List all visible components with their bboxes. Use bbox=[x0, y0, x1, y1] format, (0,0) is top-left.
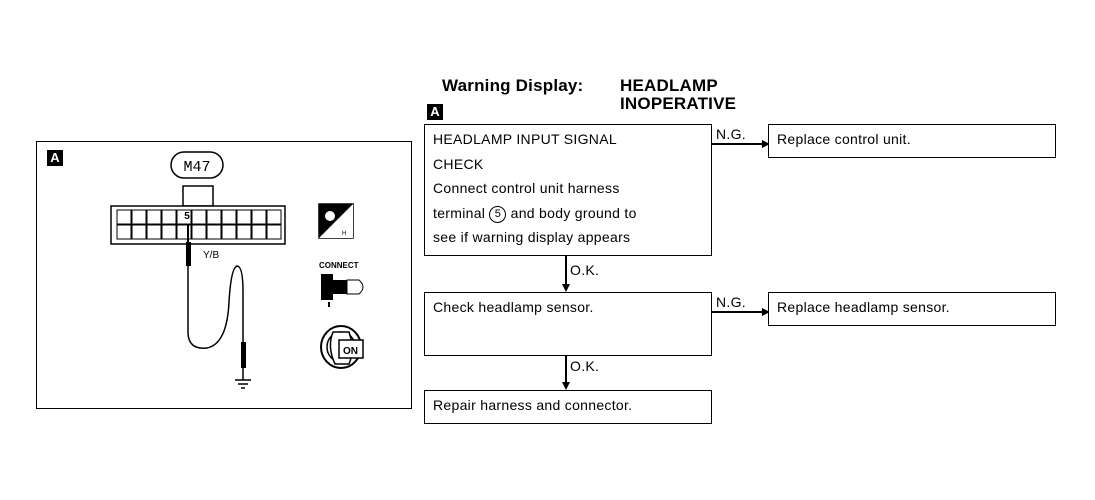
connector-cavity bbox=[116, 209, 132, 225]
connector-cavity bbox=[161, 224, 177, 240]
ok-arrow-1-head bbox=[561, 284, 570, 292]
connector-cavity bbox=[221, 209, 237, 225]
connect-icon: CONNECT bbox=[319, 261, 364, 307]
ignition-on-label: ON bbox=[343, 346, 358, 357]
connector-cavity bbox=[146, 224, 162, 240]
step1-line5: see if warning display appears bbox=[433, 229, 631, 245]
connector-cavity bbox=[206, 209, 222, 225]
connector-cavity bbox=[176, 209, 192, 225]
connector-cavity bbox=[116, 224, 132, 240]
flow-badge: A bbox=[427, 104, 443, 120]
connector-diagram: M47 5 Y/B bbox=[110, 151, 364, 389]
connect-label: CONNECT bbox=[319, 261, 359, 270]
connector-cavity bbox=[131, 224, 147, 240]
ng-arrow-2 bbox=[712, 311, 764, 313]
step1-line2: CHECK bbox=[433, 155, 484, 172]
step-repair-harness: Repair harness and connector. bbox=[424, 390, 712, 424]
title-prefix: Warning Display: bbox=[442, 76, 584, 95]
connector-cavity bbox=[176, 224, 192, 240]
connector-id-text: M47 bbox=[183, 159, 210, 176]
connector-cavity bbox=[221, 224, 237, 240]
ok-arrow-2-head bbox=[561, 382, 570, 390]
step1-line4-post: and body ground to bbox=[510, 204, 637, 221]
harness-diagram-panel: A M47 5 Y/B bbox=[36, 141, 412, 409]
ok-arrow-2 bbox=[565, 356, 567, 384]
step1-line4: terminal 5 and body ground to bbox=[433, 201, 703, 226]
connector-body: 5 bbox=[110, 205, 286, 245]
result1-text: Replace control unit. bbox=[777, 131, 911, 147]
connector-cavity bbox=[266, 209, 282, 225]
terminal-circle: 5 bbox=[489, 205, 507, 223]
diagram-badge: A bbox=[47, 150, 63, 166]
result2-text: Replace headlamp sensor. bbox=[777, 299, 950, 315]
connector-cavity bbox=[146, 209, 162, 225]
ok-arrow-1 bbox=[565, 256, 567, 286]
connector-cavity bbox=[131, 209, 147, 225]
ng-arrow-1-head bbox=[762, 139, 770, 148]
ok-label-1: O.K. bbox=[570, 262, 600, 278]
ng-label-1: N.G. bbox=[716, 126, 746, 142]
ok-label-2: O.K. bbox=[570, 358, 600, 374]
result-replace-control-unit: Replace control unit. bbox=[768, 124, 1056, 158]
step-check-headlamp-sensor: Check headlamp sensor. bbox=[424, 292, 712, 356]
connector-cavity bbox=[191, 224, 207, 240]
connector-lock-tab bbox=[182, 185, 214, 207]
harness-tester-icon: H bbox=[318, 203, 354, 239]
title-line2: INOPERATIVE bbox=[620, 94, 737, 113]
connector-cavity bbox=[251, 209, 267, 225]
step1-line4-pre: terminal bbox=[433, 204, 486, 221]
connector-id-tag: M47 bbox=[170, 151, 224, 179]
step1-line1: HEADLAMP INPUT SIGNAL bbox=[433, 131, 617, 147]
step-headlamp-input-signal-check: HEADLAMP INPUT SIGNAL CHECK Connect cont… bbox=[424, 124, 712, 256]
ng-label-2: N.G. bbox=[716, 294, 746, 310]
ground-icon bbox=[235, 379, 251, 389]
step3-text: Repair harness and connector. bbox=[433, 397, 633, 413]
connector-cavity bbox=[206, 224, 222, 240]
ng-arrow-1 bbox=[712, 143, 764, 145]
connector-cavity bbox=[236, 209, 252, 225]
connector-cavity bbox=[161, 209, 177, 225]
step2-text: Check headlamp sensor. bbox=[433, 299, 594, 315]
ng-arrow-2-head bbox=[762, 307, 770, 316]
test-probe-wire bbox=[186, 224, 246, 380]
wire-color-label: Y/B bbox=[203, 250, 219, 261]
ignition-on-icon: ON bbox=[320, 325, 364, 369]
connector-cavity bbox=[266, 224, 282, 240]
title-line1: HEADLAMP bbox=[620, 76, 718, 95]
connector-cavity bbox=[191, 209, 207, 225]
connector-cavity bbox=[236, 224, 252, 240]
step1-line3: Connect control unit harness bbox=[433, 180, 620, 196]
tester-letter: H bbox=[342, 231, 346, 237]
terminal-number: 5 bbox=[184, 211, 190, 222]
result-replace-headlamp-sensor: Replace headlamp sensor. bbox=[768, 292, 1056, 326]
connector-cavity bbox=[251, 224, 267, 240]
